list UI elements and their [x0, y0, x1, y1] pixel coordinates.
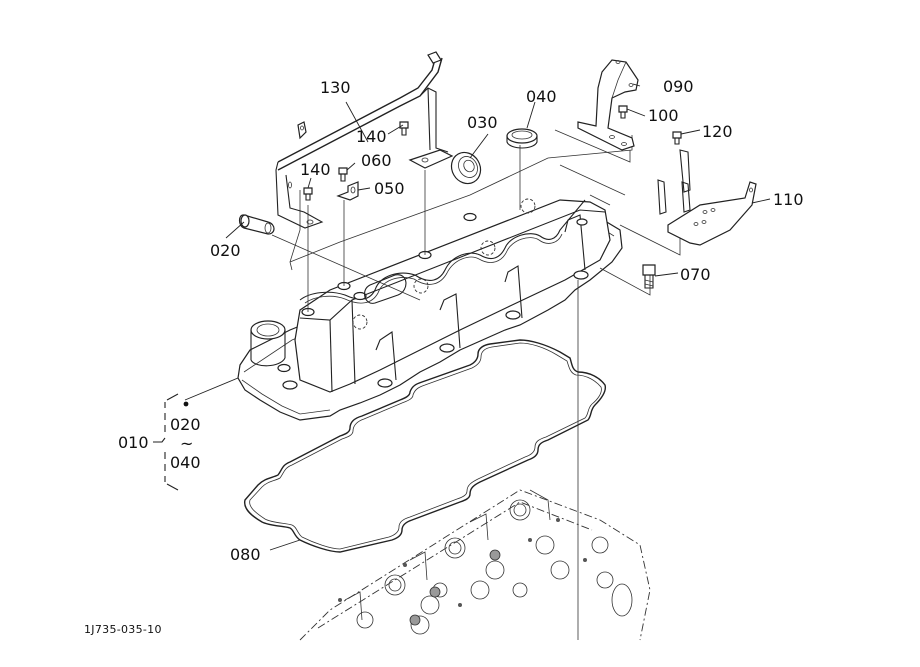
figure-code: 1J735-035-10 — [84, 623, 162, 636]
label-110: 110 — [773, 190, 804, 209]
bolt-120 — [672, 131, 682, 145]
label-140-lower: 140 — [300, 160, 331, 179]
bolt-100 — [618, 105, 628, 119]
label-120: 120 — [702, 122, 733, 141]
label-090: 090 — [663, 77, 694, 96]
bolt-140b — [399, 121, 409, 136]
stay-bracket-110 — [657, 149, 757, 246]
label-140-upper: 140 — [356, 127, 387, 146]
assembly-label-010: 010 — [118, 433, 149, 452]
assembly-range-from: 020 — [170, 415, 201, 434]
hanger-bracket-090 — [577, 59, 639, 151]
bolt-140a — [303, 187, 313, 201]
reference-lines — [271, 129, 681, 640]
bracket-050 — [336, 181, 359, 201]
assembly-bracket-010: 010 020 ~ 040 — [118, 393, 201, 491]
oil-seal-040 — [506, 128, 538, 149]
label-020: 020 — [210, 241, 241, 260]
bolt-070 — [642, 264, 656, 289]
pipe-bracket-130 — [275, 51, 454, 229]
pipe-020 — [238, 214, 275, 235]
label-050: 050 — [374, 179, 405, 198]
label-130: 130 — [320, 78, 351, 97]
cover-gasket — [243, 339, 607, 553]
label-070: 070 — [680, 265, 711, 284]
leader-lines — [184, 83, 771, 551]
cylinder-head — [299, 489, 651, 641]
assembly-range-to: 040 — [170, 453, 201, 472]
bolt-060 — [338, 167, 348, 182]
assembly-range-symbol: ~ — [180, 434, 193, 453]
label-060: 060 — [361, 151, 392, 170]
callout-labels: 130 140 030 040 090 100 120 110 070 060 … — [210, 77, 804, 564]
label-030: 030 — [467, 113, 498, 132]
label-080: 080 — [230, 545, 261, 564]
bolts-left — [303, 121, 409, 201]
label-040: 040 — [526, 87, 557, 106]
oil-seal-030 — [450, 151, 482, 185]
cylinder-head-cover — [237, 198, 623, 421]
label-100: 100 — [648, 106, 679, 125]
